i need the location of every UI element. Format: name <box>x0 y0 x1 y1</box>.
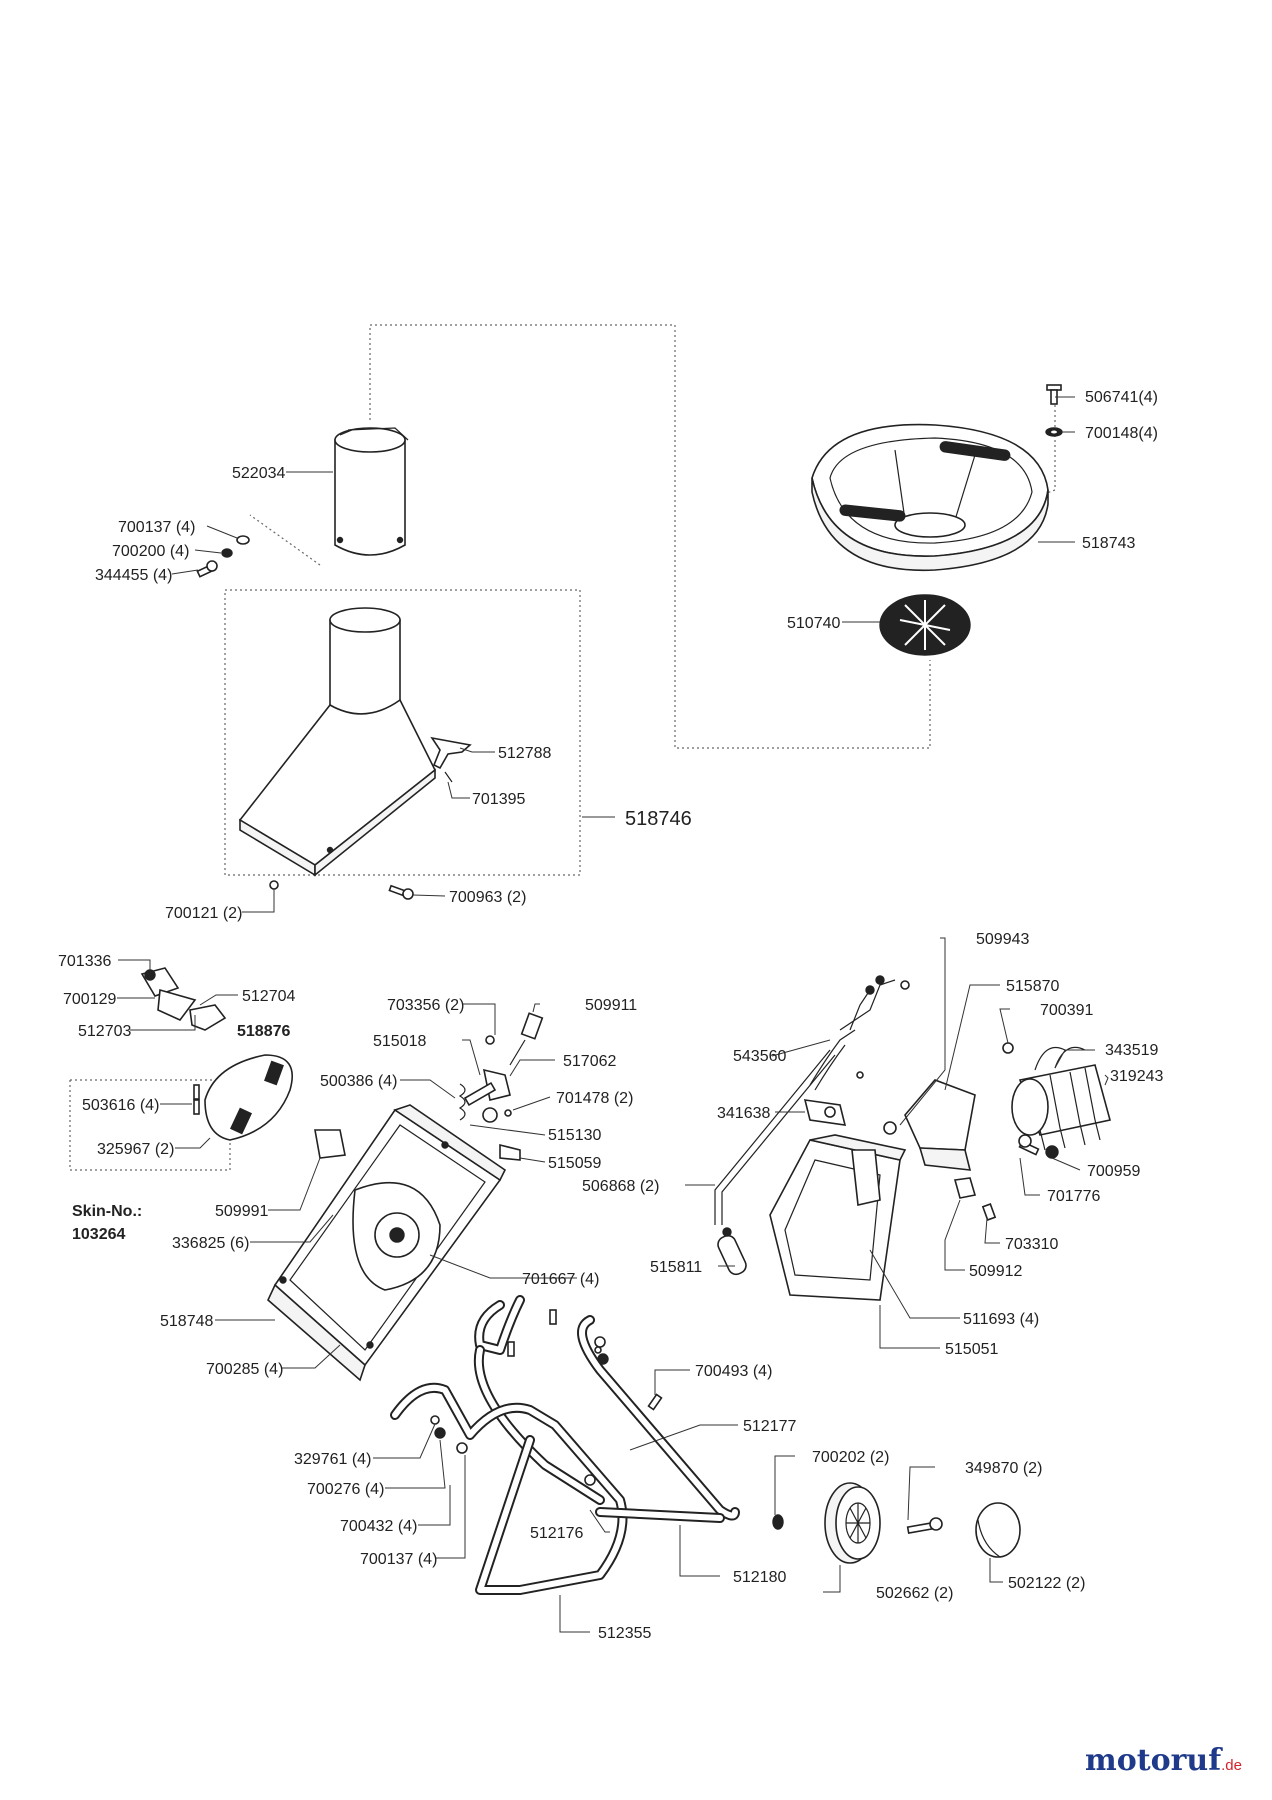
label-700121: 700121 (2) <box>165 905 242 922</box>
label-512177: 512177 <box>743 1418 796 1435</box>
frame-and-wheels <box>390 1295 1021 1595</box>
label-503616: 503616 (4) <box>82 1097 159 1114</box>
label-701336: 701336 <box>58 953 111 970</box>
label-515130: 515130 <box>548 1127 601 1144</box>
tube-screws <box>196 535 250 578</box>
label-329761: 329761 (4) <box>294 1451 371 1468</box>
label-701395: 701395 <box>472 791 525 808</box>
leader-lines <box>117 396 1109 1633</box>
label-515018: 515018 <box>373 1033 426 1050</box>
label-517062: 517062 <box>563 1053 616 1070</box>
label-500386: 500386 (4) <box>320 1073 397 1090</box>
label-341638: 341638 <box>717 1105 770 1122</box>
label-700963: 700963 (2) <box>449 889 526 906</box>
label-700391: 700391 <box>1040 1002 1093 1019</box>
label-349870: 349870 (2) <box>965 1460 1042 1477</box>
motor-assembly <box>769 975 1111 1301</box>
label-512704: 512704 <box>242 988 295 1005</box>
label-512788: 512788 <box>498 745 551 762</box>
feed-chute-part <box>238 607 472 877</box>
hopper-tube-part <box>334 427 409 556</box>
label-700276: 700276 (4) <box>307 1481 384 1498</box>
label-700959: 700959 <box>1087 1163 1140 1180</box>
label-509911: 509911 <box>585 997 637 1014</box>
label-700285: 700285 (4) <box>206 1361 283 1378</box>
label-512355: 512355 <box>598 1625 651 1642</box>
label-511693: 511693 (4) <box>963 1311 1039 1328</box>
label-325967: 325967 (2) <box>97 1141 174 1158</box>
label-509912: 509912 <box>969 1263 1022 1280</box>
label-700129: 700129 <box>63 991 116 1008</box>
label-700137-bottom: 700137 (4) <box>360 1551 437 1568</box>
part-labels: 506741(4) 700148(4) 518743 510740 522034… <box>58 389 1163 1642</box>
label-343519: 343519 <box>1105 1042 1158 1059</box>
label-502662: 502662 (2) <box>876 1585 953 1602</box>
rubber-disc-part <box>879 594 971 656</box>
label-701776: 701776 <box>1047 1188 1100 1205</box>
label-522034: 522034 <box>232 465 285 482</box>
tray-screws <box>1045 384 1063 437</box>
label-515051: 515051 <box>945 1341 998 1358</box>
label-700493: 700493 (4) <box>695 1363 772 1380</box>
label-336825: 336825 (6) <box>172 1235 249 1252</box>
label-510740: 510740 <box>787 615 840 632</box>
label-515870: 515870 <box>1006 978 1059 995</box>
label-543560: 543560 <box>733 1048 786 1065</box>
label-700200: 700200 (4) <box>112 543 189 560</box>
skin-label-number: 103264 <box>72 1226 125 1243</box>
logo-tld: .de <box>1221 1757 1242 1774</box>
label-700432: 700432 (4) <box>340 1518 417 1535</box>
label-701478: 701478 (2) <box>556 1090 633 1107</box>
motoruf-logo: motoruf.de <box>1085 1743 1242 1778</box>
label-701667: 701667 (4) <box>522 1271 599 1288</box>
label-515059: 515059 <box>548 1155 601 1172</box>
label-506741: 506741(4) <box>1085 389 1158 406</box>
label-700148: 700148(4) <box>1085 425 1158 442</box>
label-518876: 518876 <box>237 1023 290 1040</box>
label-518743: 518743 <box>1082 535 1135 552</box>
logo-brand: motoruf <box>1084 1743 1222 1778</box>
label-506868: 506868 (2) <box>582 1178 659 1195</box>
label-512703: 512703 <box>78 1023 131 1040</box>
label-700202: 700202 (2) <box>812 1449 889 1466</box>
cutter-housing-part <box>267 1104 507 1382</box>
label-509943: 509943 <box>976 931 1029 948</box>
hopper-tray-part <box>811 423 1049 572</box>
label-518748: 518748 <box>160 1313 213 1330</box>
label-518746: 518746 <box>625 808 692 830</box>
label-502122: 502122 (2) <box>1008 1575 1085 1592</box>
label-515811: 515811 <box>650 1259 702 1276</box>
knife-disc-assembly <box>140 967 293 1141</box>
label-703356: 703356 (2) <box>387 997 464 1014</box>
label-344455: 344455 (4) <box>95 567 172 584</box>
skin-label-title: Skin-No.: <box>72 1203 142 1220</box>
label-512180: 512180 <box>733 1569 786 1586</box>
label-512176: 512176 <box>530 1525 583 1542</box>
chute-bolts <box>269 880 414 900</box>
label-509991: 509991 <box>215 1203 268 1220</box>
label-700137-top: 700137 (4) <box>118 519 195 536</box>
label-703310: 703310 <box>1005 1236 1058 1253</box>
power-cable-part <box>714 1049 836 1276</box>
label-319243: 319243 <box>1110 1068 1163 1085</box>
housing-small-parts <box>314 1012 544 1161</box>
